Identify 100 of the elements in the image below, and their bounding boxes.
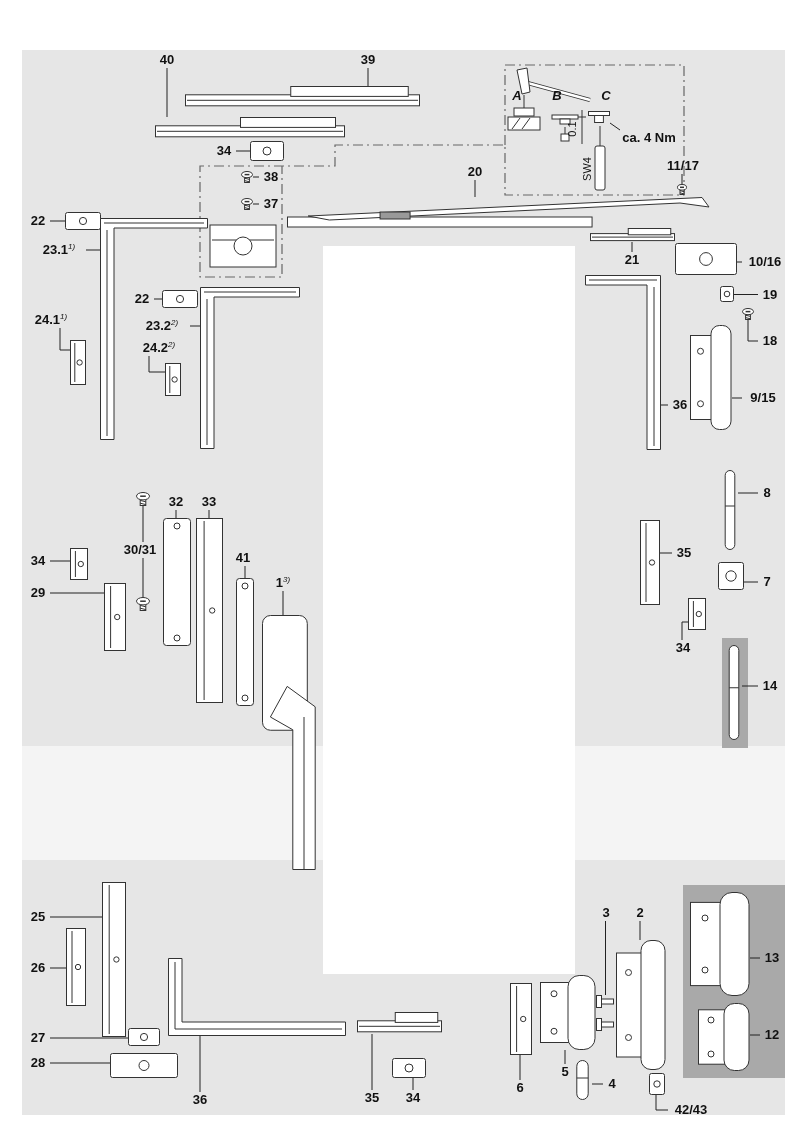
leader-line bbox=[639, 920, 641, 941]
leader-line bbox=[733, 294, 759, 295]
locking-part-drawing bbox=[196, 518, 223, 703]
hinge-drawing bbox=[690, 325, 732, 430]
callout-number: 27 bbox=[26, 1030, 50, 1046]
dimension-text: 0.1 bbox=[565, 120, 579, 139]
leader-line bbox=[175, 509, 177, 519]
callout-number: 40 bbox=[155, 52, 179, 68]
hinge-drawing bbox=[690, 892, 750, 996]
leader-line bbox=[564, 1049, 566, 1065]
leader-line bbox=[659, 552, 673, 554]
leader-line bbox=[631, 241, 633, 253]
locking-part-drawing bbox=[70, 340, 86, 385]
keeper-drawing bbox=[128, 1028, 160, 1046]
callout-number: 28 bbox=[26, 1055, 50, 1071]
callout-number: 34 bbox=[401, 1090, 425, 1106]
callout-number: 41 bbox=[231, 550, 255, 566]
leader-line bbox=[142, 557, 144, 598]
leader-line bbox=[681, 173, 683, 185]
leader-line bbox=[208, 509, 210, 519]
callout-number: 42/43 bbox=[668, 1102, 714, 1118]
locking-part-drawing bbox=[688, 598, 706, 630]
callout-number: 22 bbox=[130, 291, 154, 307]
callout-number: 24.2$^{2)}$ bbox=[132, 340, 186, 356]
callout-number: 4 bbox=[603, 1076, 621, 1092]
locking-part-drawing bbox=[102, 882, 126, 1037]
hinge-pin-drawing bbox=[726, 645, 742, 740]
screw-pair-drawing bbox=[596, 995, 614, 1031]
callout-number: 8 bbox=[758, 485, 776, 501]
leader-line bbox=[747, 319, 759, 342]
leader-line bbox=[731, 397, 743, 399]
leader-line bbox=[142, 505, 144, 543]
leader-line bbox=[412, 1077, 414, 1091]
leader-line bbox=[59, 327, 71, 351]
detail-letter: A bbox=[511, 88, 523, 104]
dimension-text: SW4 bbox=[580, 156, 594, 183]
callout-number: 23.2$^{2)}$ bbox=[134, 318, 190, 334]
keeper-drawing bbox=[162, 290, 198, 308]
callout-number: ca. 4 Nm bbox=[620, 130, 678, 146]
leader-line bbox=[199, 1035, 201, 1093]
keeper-drawing bbox=[65, 212, 101, 230]
leader-line bbox=[49, 1037, 129, 1039]
leader-line bbox=[49, 592, 105, 594]
leader-line bbox=[282, 590, 284, 616]
leader-line bbox=[737, 492, 759, 494]
leader-line bbox=[655, 1094, 669, 1111]
callout-number: 20 bbox=[463, 164, 487, 180]
rail-drawing bbox=[590, 228, 675, 242]
keeper-drawing bbox=[110, 1053, 178, 1078]
leader-line bbox=[49, 220, 66, 222]
callout-number: 7 bbox=[758, 574, 776, 590]
leader-line bbox=[153, 298, 163, 300]
strike-plate-drawing bbox=[236, 578, 254, 706]
keeper-drawing bbox=[720, 286, 734, 302]
leader-line bbox=[244, 565, 246, 579]
callout-number: 22 bbox=[26, 213, 50, 229]
locking-part-drawing bbox=[70, 548, 88, 580]
corner-drive-drawing bbox=[168, 958, 346, 1036]
leader-line bbox=[474, 179, 476, 198]
locking-part-drawing bbox=[510, 983, 532, 1055]
screw-drawing bbox=[241, 198, 253, 210]
callout-number: 13 bbox=[760, 950, 784, 966]
screw-drawing bbox=[136, 492, 150, 506]
callout-number: 19 bbox=[758, 287, 782, 303]
callout-number: 35 bbox=[672, 545, 696, 561]
corner-drive-drawing bbox=[585, 275, 661, 450]
leader-line bbox=[736, 261, 743, 263]
callout-number: 9/15 bbox=[742, 390, 784, 406]
leader-line bbox=[189, 325, 201, 327]
callout-number: 36 bbox=[668, 397, 692, 413]
callout-number: 30/31 bbox=[116, 542, 164, 558]
callout-number: 12 bbox=[760, 1027, 784, 1043]
locking-part-drawing bbox=[640, 520, 660, 605]
leader-line bbox=[49, 1062, 111, 1064]
leader-line bbox=[609, 122, 621, 131]
hinge-drawing bbox=[540, 975, 596, 1050]
callout-number: 10/16 bbox=[742, 254, 788, 270]
leader-line bbox=[49, 560, 71, 562]
leader-line bbox=[49, 916, 103, 918]
detail-letter: B bbox=[551, 88, 563, 104]
rail-drawing bbox=[155, 117, 345, 139]
leader-line bbox=[49, 967, 67, 969]
callout-number: 5 bbox=[556, 1064, 574, 1080]
keeper-drawing bbox=[392, 1058, 426, 1078]
leader-line bbox=[252, 176, 260, 178]
callout-number: 29 bbox=[26, 585, 50, 601]
callout-number: 21 bbox=[620, 252, 644, 268]
leader-line bbox=[148, 355, 166, 373]
callout-number: 25 bbox=[26, 909, 50, 925]
callout-number: 11/17 bbox=[660, 158, 706, 174]
screw-drawing bbox=[241, 171, 253, 183]
leader-line bbox=[235, 150, 251, 152]
callout-number: 2 bbox=[631, 905, 649, 921]
leader-line bbox=[681, 621, 689, 641]
leader-line bbox=[743, 581, 759, 583]
callout-number: 38 bbox=[259, 169, 283, 185]
screw-drawing bbox=[677, 184, 687, 195]
corner-drive-drawing bbox=[100, 218, 208, 440]
leader-line bbox=[367, 67, 369, 87]
callout-number: 34 bbox=[212, 143, 236, 159]
